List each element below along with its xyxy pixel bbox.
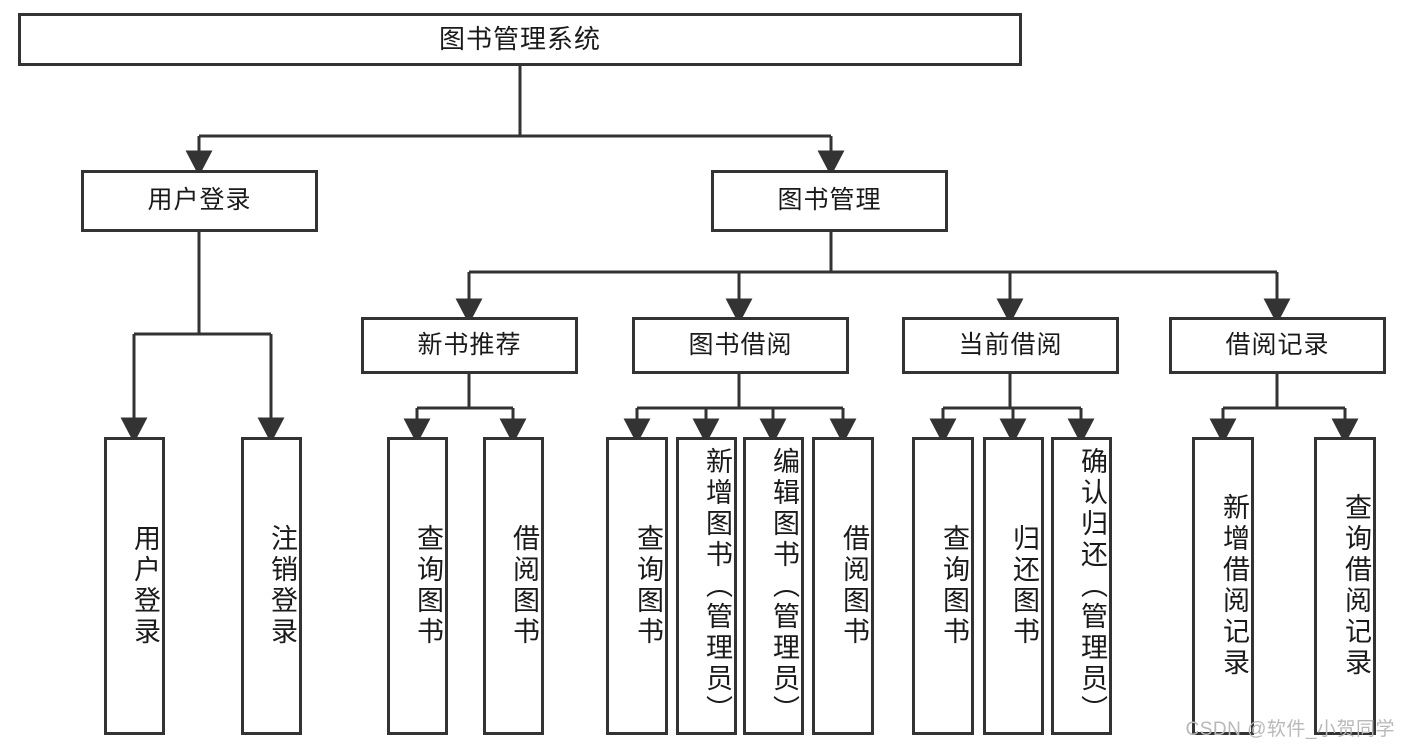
node-leaf-book-borrow-3[interactable]: 编辑图书（管理员） xyxy=(743,437,804,735)
node-leaf-book-borrow-1-label: 查询图书 xyxy=(633,524,663,648)
node-root[interactable]: 图书管理系统 xyxy=(18,13,1022,66)
node-book-borrow-label: 图书借阅 xyxy=(688,330,793,359)
node-leaf-current-borrow-1-label: 查询图书 xyxy=(939,524,969,648)
node-leaf-current-borrow-1[interactable]: 查询图书 xyxy=(912,437,974,735)
csdn-watermark: CSDN @软件_小贺同学 xyxy=(1185,719,1395,740)
node-current-borrow-label: 当前借阅 xyxy=(958,330,1063,359)
node-new-book-rec[interactable]: 新书推荐 xyxy=(361,317,578,374)
node-new-book-rec-label: 新书推荐 xyxy=(417,330,522,359)
node-leaf-book-borrow-2-label: 新增图书（管理员） xyxy=(702,446,732,726)
node-leaf-borrow-record-1[interactable]: 新增借阅记录 xyxy=(1192,437,1254,735)
node-leaf-book-borrow-1[interactable]: 查询图书 xyxy=(606,437,668,735)
node-leaf-book-borrow-3-label: 编辑图书（管理员） xyxy=(769,446,799,726)
node-leaf-current-borrow-3-label: 确认归还（管理员） xyxy=(1077,446,1107,726)
node-leaf-book-borrow-4-label: 借阅图书 xyxy=(839,524,869,648)
node-book-manage-label: 图书管理 xyxy=(777,186,882,215)
node-leaf-user-login-1-label: 用户登录 xyxy=(130,524,160,648)
node-leaf-current-borrow-2-label: 归还图书 xyxy=(1009,524,1039,648)
node-leaf-user-login-2-label: 注销登录 xyxy=(267,524,297,648)
node-current-borrow[interactable]: 当前借阅 xyxy=(902,317,1119,374)
node-borrow-record-label: 借阅记录 xyxy=(1225,330,1330,359)
node-leaf-borrow-record-1-label: 新增借阅记录 xyxy=(1219,493,1249,679)
node-user-login[interactable]: 用户登录 xyxy=(81,170,318,232)
node-leaf-borrow-record-2[interactable]: 查询借阅记录 xyxy=(1314,437,1376,735)
node-leaf-new-book-rec-1[interactable]: 查询图书 xyxy=(387,437,448,735)
node-leaf-current-borrow-2[interactable]: 归还图书 xyxy=(983,437,1044,735)
node-leaf-book-borrow-2[interactable]: 新增图书（管理员） xyxy=(676,437,737,735)
node-borrow-record[interactable]: 借阅记录 xyxy=(1169,317,1386,374)
node-root-label: 图书管理系统 xyxy=(438,24,601,55)
node-leaf-user-login-2[interactable]: 注销登录 xyxy=(241,437,302,735)
node-book-manage[interactable]: 图书管理 xyxy=(711,170,948,232)
node-user-login-label: 用户登录 xyxy=(147,186,252,215)
node-leaf-book-borrow-4[interactable]: 借阅图书 xyxy=(812,437,874,735)
node-leaf-current-borrow-3[interactable]: 确认归还（管理员） xyxy=(1051,437,1112,735)
node-book-borrow[interactable]: 图书借阅 xyxy=(632,317,849,374)
node-leaf-user-login-1[interactable]: 用户登录 xyxy=(104,437,165,735)
node-leaf-new-book-rec-2-label: 借阅图书 xyxy=(509,524,539,648)
node-leaf-new-book-rec-2[interactable]: 借阅图书 xyxy=(483,437,544,735)
node-leaf-new-book-rec-1-label: 查询图书 xyxy=(413,524,443,648)
node-leaf-borrow-record-2-label: 查询借阅记录 xyxy=(1341,493,1371,679)
